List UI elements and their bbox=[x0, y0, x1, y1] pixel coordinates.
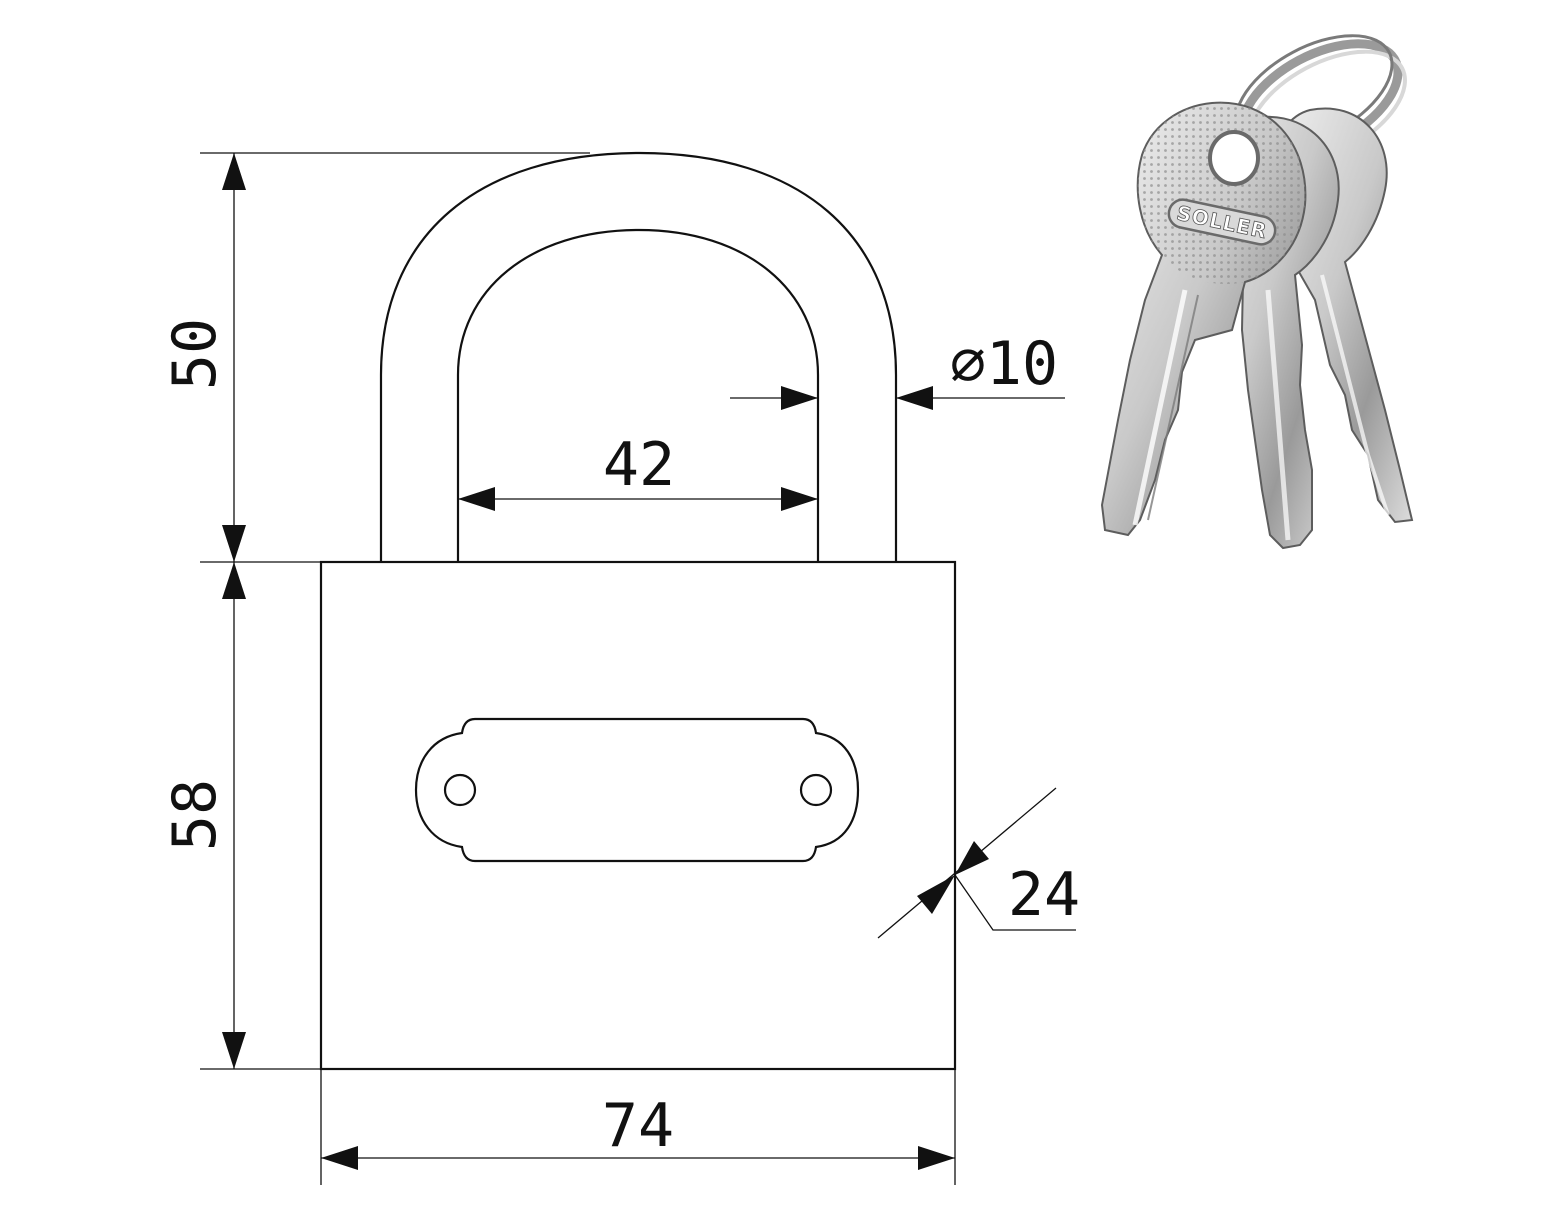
nameplate bbox=[414, 717, 860, 863]
nameplate-rivet-right bbox=[799, 773, 833, 807]
shackle-outer bbox=[379, 151, 898, 562]
nameplate-rivet-left bbox=[443, 773, 477, 807]
keys-illustration: SOLLER bbox=[1100, 34, 1414, 550]
shackle-inner-width-label: 42 bbox=[603, 430, 675, 500]
body-thickness-label: 24 bbox=[1008, 860, 1080, 930]
key-hole bbox=[1208, 130, 1260, 186]
body-width-label: 74 bbox=[602, 1091, 674, 1161]
lock-body bbox=[319, 560, 957, 1071]
shackle-diameter-label: ⌀10 bbox=[950, 329, 1058, 399]
key-brand-plate: SOLLER bbox=[1167, 198, 1277, 246]
padlock-outline bbox=[319, 151, 957, 1071]
dimension-shackle-diameter: ⌀10 bbox=[730, 329, 1065, 410]
body-height-label: 58 bbox=[160, 779, 230, 851]
dimension-shackle-height: 50 bbox=[160, 152, 590, 563]
dimension-body-height: 58 bbox=[160, 562, 321, 1070]
shackle-inner bbox=[456, 228, 820, 562]
dimension-shackle-inner-width: 42 bbox=[458, 430, 818, 511]
shackle-height-label: 50 bbox=[160, 318, 230, 390]
dimension-body-thickness: 24 bbox=[877, 787, 1080, 939]
key-front: SOLLER bbox=[1100, 101, 1307, 537]
dimension-body-width: 74 bbox=[320, 1069, 956, 1185]
